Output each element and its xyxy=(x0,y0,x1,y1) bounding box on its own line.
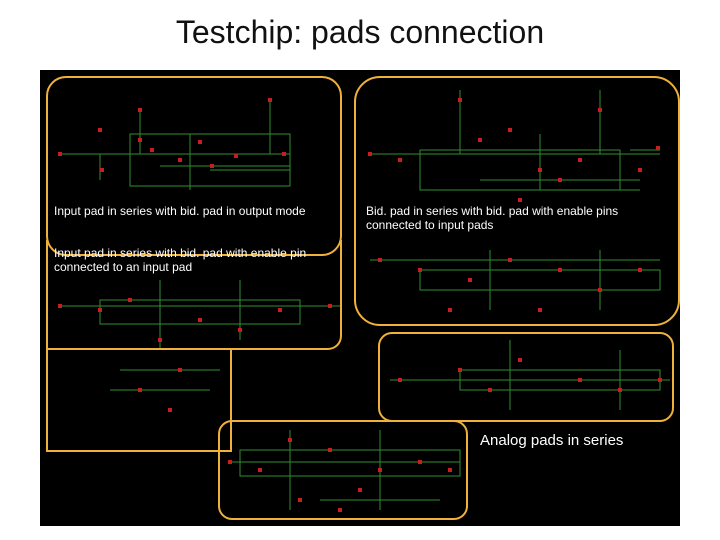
pin-marker xyxy=(98,308,102,312)
pin-marker xyxy=(418,460,422,464)
pin-marker xyxy=(538,308,542,312)
component xyxy=(239,449,461,477)
region-bottom-pads xyxy=(218,420,468,520)
pin-marker xyxy=(238,328,242,332)
pin-marker xyxy=(158,338,162,342)
pin-marker xyxy=(478,138,482,142)
region-input-enable-input-lower xyxy=(46,348,232,452)
pin-marker xyxy=(288,438,292,442)
pin-marker xyxy=(508,258,512,262)
pin-marker xyxy=(98,128,102,132)
region-input-output-mode xyxy=(46,76,342,256)
pin-marker xyxy=(378,258,382,262)
label-analog-pads: Analog pads in series xyxy=(480,432,624,449)
label-input-enable-input: Input pad in series with bid. pad with e… xyxy=(54,246,307,274)
pin-marker xyxy=(138,108,142,112)
region-input-enable-input xyxy=(46,240,342,350)
pin-marker xyxy=(468,278,472,282)
region-bid-enable-input xyxy=(354,76,680,326)
pin-marker xyxy=(128,298,132,302)
pin-marker xyxy=(168,408,172,412)
pin-marker xyxy=(58,152,62,156)
pin-marker xyxy=(228,460,232,464)
pin-marker xyxy=(368,152,372,156)
pin-marker xyxy=(658,378,662,382)
pin-marker xyxy=(282,152,286,156)
pin-marker xyxy=(178,368,182,372)
pin-marker xyxy=(488,388,492,392)
pin-marker xyxy=(210,164,214,168)
pin-marker xyxy=(518,198,522,202)
pin-marker xyxy=(378,468,382,472)
component xyxy=(419,269,661,291)
pin-marker xyxy=(150,148,154,152)
pin-marker xyxy=(198,318,202,322)
pin-marker xyxy=(448,468,452,472)
pin-marker xyxy=(234,154,238,158)
pin-marker xyxy=(398,158,402,162)
pin-marker xyxy=(508,128,512,132)
pin-marker xyxy=(258,468,262,472)
pin-marker xyxy=(458,98,462,102)
pin-marker xyxy=(458,368,462,372)
pin-marker xyxy=(638,268,642,272)
pin-marker xyxy=(638,168,642,172)
pin-marker xyxy=(268,98,272,102)
component xyxy=(129,133,291,187)
pin-marker xyxy=(558,268,562,272)
pin-marker xyxy=(338,508,342,512)
region-analog-pads xyxy=(378,332,674,422)
pin-marker xyxy=(518,358,522,362)
pin-marker xyxy=(398,378,402,382)
pin-marker xyxy=(100,168,104,172)
schematic-canvas: Input pad in series with bid. pad in out… xyxy=(40,70,680,526)
pin-marker xyxy=(138,138,142,142)
pin-marker xyxy=(558,178,562,182)
pin-marker xyxy=(198,140,202,144)
pin-marker xyxy=(598,288,602,292)
pin-marker xyxy=(278,308,282,312)
pin-marker xyxy=(418,268,422,272)
pin-marker xyxy=(138,388,142,392)
pin-marker xyxy=(538,168,542,172)
pin-marker xyxy=(656,146,660,150)
pin-marker xyxy=(578,158,582,162)
pin-marker xyxy=(178,158,182,162)
circuit-drawing xyxy=(58,90,670,512)
slide-title: Testchip: pads connection xyxy=(175,14,545,50)
pin-marker xyxy=(298,498,302,502)
label-input-output-mode: Input pad in series with bid. pad in out… xyxy=(54,204,306,218)
label-bid-enable-input: Bid. pad in series with bid. pad with en… xyxy=(366,204,619,232)
pin-marker xyxy=(328,304,332,308)
pin-marker xyxy=(328,448,332,452)
pin-marker xyxy=(598,108,602,112)
pin-marker xyxy=(58,304,62,308)
pin-marker xyxy=(618,388,622,392)
pin-marker xyxy=(448,308,452,312)
pin-marker xyxy=(578,378,582,382)
pin-marker xyxy=(358,488,362,492)
